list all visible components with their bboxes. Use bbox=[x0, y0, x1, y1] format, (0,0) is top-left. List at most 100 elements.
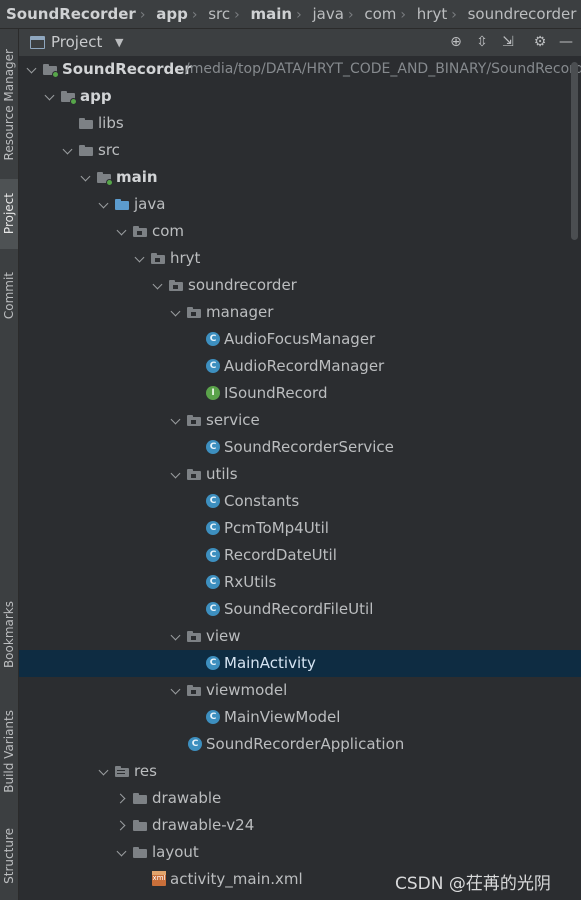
breadcrumb-item[interactable]: java bbox=[312, 5, 344, 23]
folder-icon bbox=[133, 793, 147, 804]
folder-icon bbox=[79, 145, 93, 156]
tree-row[interactable]: drawable bbox=[19, 785, 581, 812]
tree-row[interactable]: C PcmToMp4Util bbox=[19, 515, 581, 542]
tree-row[interactable]: libs bbox=[19, 110, 581, 137]
tree-row[interactable]: drawable-v24 bbox=[19, 812, 581, 839]
tree-row[interactable]: C AudioFocusManager bbox=[19, 326, 581, 353]
tree-row[interactable]: utils bbox=[19, 461, 581, 488]
chevron-down-icon[interactable] bbox=[151, 272, 165, 299]
breadcrumb-item[interactable]: app bbox=[156, 5, 188, 23]
breadcrumb-item[interactable]: src bbox=[208, 5, 231, 23]
tab-project[interactable]: Project bbox=[0, 179, 18, 249]
chevron-down-icon[interactable] bbox=[115, 839, 129, 866]
chevron-down-icon[interactable] bbox=[169, 407, 183, 434]
tree-row[interactable]: C SoundRecorderApplication bbox=[19, 731, 581, 758]
tree-row[interactable]: SoundRecorder /media/top/DATA/HRYT_CODE_… bbox=[19, 56, 581, 83]
tab-bookmarks[interactable]: Bookmarks bbox=[0, 589, 18, 681]
tree-row[interactable]: hryt bbox=[19, 245, 581, 272]
collapse-all-icon[interactable]: ⇲ bbox=[502, 34, 514, 50]
breadcrumb-item[interactable]: SoundRecorder bbox=[6, 5, 136, 23]
chevron-right-icon[interactable] bbox=[115, 785, 129, 812]
chevron-down-icon[interactable] bbox=[169, 461, 183, 488]
tree-row[interactable]: src bbox=[19, 137, 581, 164]
tree-row[interactable]: java bbox=[19, 191, 581, 218]
class-icon: C bbox=[188, 737, 202, 751]
breadcrumb-separator-icon: › bbox=[234, 7, 240, 23]
xml-file-icon: xml bbox=[152, 871, 166, 886]
expand-all-icon[interactable]: ⇳ bbox=[476, 34, 488, 50]
tree-row[interactable]: manager bbox=[19, 299, 581, 326]
tree-row[interactable]: view bbox=[19, 623, 581, 650]
breadcrumb-item[interactable]: hryt bbox=[416, 5, 448, 23]
tree-row[interactable]: com bbox=[19, 218, 581, 245]
breadcrumb-separator-icon: › bbox=[191, 7, 198, 23]
package-icon bbox=[187, 631, 201, 642]
tree-row[interactable]: xml activity_main.xml bbox=[19, 866, 581, 893]
tree-row-label: SoundRecorderApplication bbox=[206, 735, 405, 753]
hide-icon[interactable]: — bbox=[559, 34, 573, 50]
breadcrumb-separator-icon: › bbox=[296, 7, 302, 23]
package-icon bbox=[187, 415, 201, 426]
package-icon bbox=[133, 226, 147, 237]
chevron-down-icon[interactable] bbox=[61, 137, 75, 164]
tree-row-label: viewmodel bbox=[206, 681, 288, 699]
tree-row-label: service bbox=[206, 411, 260, 429]
tree-row[interactable]: C RecordDateUtil bbox=[19, 542, 581, 569]
chevron-down-icon[interactable] bbox=[169, 623, 183, 650]
tab-label: Resource Manager bbox=[2, 49, 16, 161]
chevron-down-icon[interactable]: ▼ bbox=[115, 36, 124, 49]
breadcrumb-item[interactable]: com bbox=[364, 5, 397, 23]
class-icon: C bbox=[206, 521, 220, 535]
tree-row[interactable]: main bbox=[19, 164, 581, 191]
tree-row[interactable]: C RxUtils bbox=[19, 569, 581, 596]
breadcrumb: SoundRecorder› app› src› main› java› com… bbox=[0, 0, 581, 29]
chevron-down-icon[interactable] bbox=[43, 83, 57, 110]
tree-row-label: view bbox=[206, 627, 241, 645]
tab-build-variants[interactable]: Build Variants bbox=[0, 697, 18, 805]
class-icon: C bbox=[206, 494, 220, 508]
tab-structure[interactable]: Structure bbox=[0, 821, 18, 891]
breadcrumb-separator-icon: › bbox=[451, 7, 457, 23]
breadcrumb-item[interactable]: main bbox=[250, 5, 293, 23]
chevron-down-icon[interactable] bbox=[115, 218, 129, 245]
tree-row-selected[interactable]: C MainActivity bbox=[19, 650, 581, 677]
tree-row[interactable]: viewmodel bbox=[19, 677, 581, 704]
watermark: CSDN @茌苒的光阴 bbox=[395, 874, 551, 894]
tree-row-label: SoundRecorderService bbox=[224, 438, 394, 456]
class-icon: C bbox=[206, 440, 220, 454]
tab-label: Commit bbox=[2, 272, 16, 320]
chevron-down-icon[interactable] bbox=[133, 245, 147, 272]
vertical-scrollbar[interactable] bbox=[571, 62, 578, 240]
chevron-down-icon[interactable] bbox=[97, 758, 111, 785]
panel-title[interactable]: Project bbox=[51, 33, 103, 51]
chevron-down-icon[interactable] bbox=[25, 56, 39, 83]
tree-row[interactable]: I ISoundRecord bbox=[19, 380, 581, 407]
chevron-down-icon[interactable] bbox=[169, 677, 183, 704]
tree-row[interactable]: layout bbox=[19, 839, 581, 866]
tree-row[interactable]: app bbox=[19, 83, 581, 110]
breadcrumb-item[interactable]: soundrecorder bbox=[467, 5, 577, 23]
tree-row[interactable]: C Constants bbox=[19, 488, 581, 515]
tree-row[interactable]: res bbox=[19, 758, 581, 785]
locate-icon[interactable]: ⊕ bbox=[450, 34, 462, 50]
chevron-down-icon[interactable] bbox=[79, 164, 93, 191]
tab-resource-manager[interactable]: Resource Manager bbox=[0, 35, 18, 175]
tree-row[interactable]: soundrecorder bbox=[19, 272, 581, 299]
tree-row[interactable]: C SoundRecordFileUtil bbox=[19, 596, 581, 623]
tab-label: Structure bbox=[2, 828, 16, 884]
gear-icon[interactable]: ⚙ bbox=[533, 34, 547, 50]
tab-commit[interactable]: Commit bbox=[0, 261, 18, 331]
tree-row[interactable]: service bbox=[19, 407, 581, 434]
tree-row-label: drawable bbox=[152, 789, 222, 807]
tree-row-label: main bbox=[116, 168, 158, 186]
tree-row-label: SoundRecordFileUtil bbox=[224, 600, 374, 618]
project-panel-header: Project ▼ ⊕ ⇳ ⇲ ⚙ — bbox=[19, 29, 581, 57]
tree-row[interactable]: C SoundRecorderService bbox=[19, 434, 581, 461]
tab-label: Bookmarks bbox=[2, 601, 16, 669]
tree-row[interactable]: C AudioRecordManager bbox=[19, 353, 581, 380]
chevron-down-icon[interactable] bbox=[97, 191, 111, 218]
tree-row-label: RxUtils bbox=[224, 573, 277, 591]
chevron-down-icon[interactable] bbox=[169, 299, 183, 326]
tree-row[interactable]: C MainViewModel bbox=[19, 704, 581, 731]
chevron-right-icon[interactable] bbox=[115, 812, 129, 839]
